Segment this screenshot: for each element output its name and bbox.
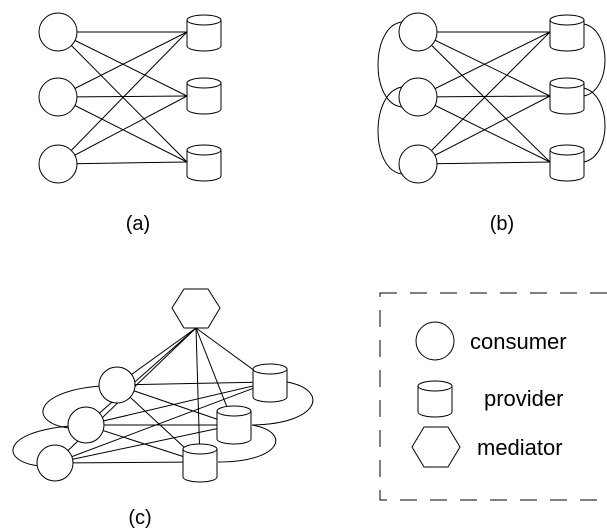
provider-node xyxy=(186,14,222,52)
provider-node xyxy=(252,363,288,403)
diagram-b: (b) xyxy=(377,12,606,235)
consumer-node xyxy=(38,144,78,184)
legend-consumer-label: consumer xyxy=(470,329,567,354)
legend-provider-label: provider xyxy=(484,386,563,411)
caption-c: (c) xyxy=(128,507,151,529)
provider-node xyxy=(182,443,218,483)
provider-node xyxy=(549,144,585,182)
consumer-node xyxy=(67,406,105,444)
legend-border xyxy=(379,292,607,501)
provider-node xyxy=(186,144,222,182)
diagram-c: (c) xyxy=(12,288,314,529)
legend-mediator-label: mediator xyxy=(477,435,563,460)
provider-node xyxy=(549,14,585,52)
consumer-node xyxy=(36,444,74,482)
provider-node xyxy=(186,77,222,115)
consumer-node xyxy=(398,12,438,52)
edges-b xyxy=(377,21,606,175)
consumer-icon xyxy=(415,321,455,361)
consumer-node xyxy=(38,12,78,52)
mediator-node xyxy=(171,288,221,329)
caption-b: (b) xyxy=(490,213,514,235)
diagram-a: (a) xyxy=(38,12,222,235)
provider-node xyxy=(549,77,585,115)
provider-icon xyxy=(417,380,453,418)
consumer-node xyxy=(398,77,438,117)
consumer-node xyxy=(98,366,136,404)
consumer-node xyxy=(38,77,78,117)
caption-a: (a) xyxy=(126,213,150,235)
consumer-node xyxy=(398,144,438,184)
mediator-icon xyxy=(411,426,461,468)
edges-a xyxy=(57,31,188,165)
provider-node xyxy=(216,405,252,445)
legend: consumer provider mediator xyxy=(379,292,607,501)
